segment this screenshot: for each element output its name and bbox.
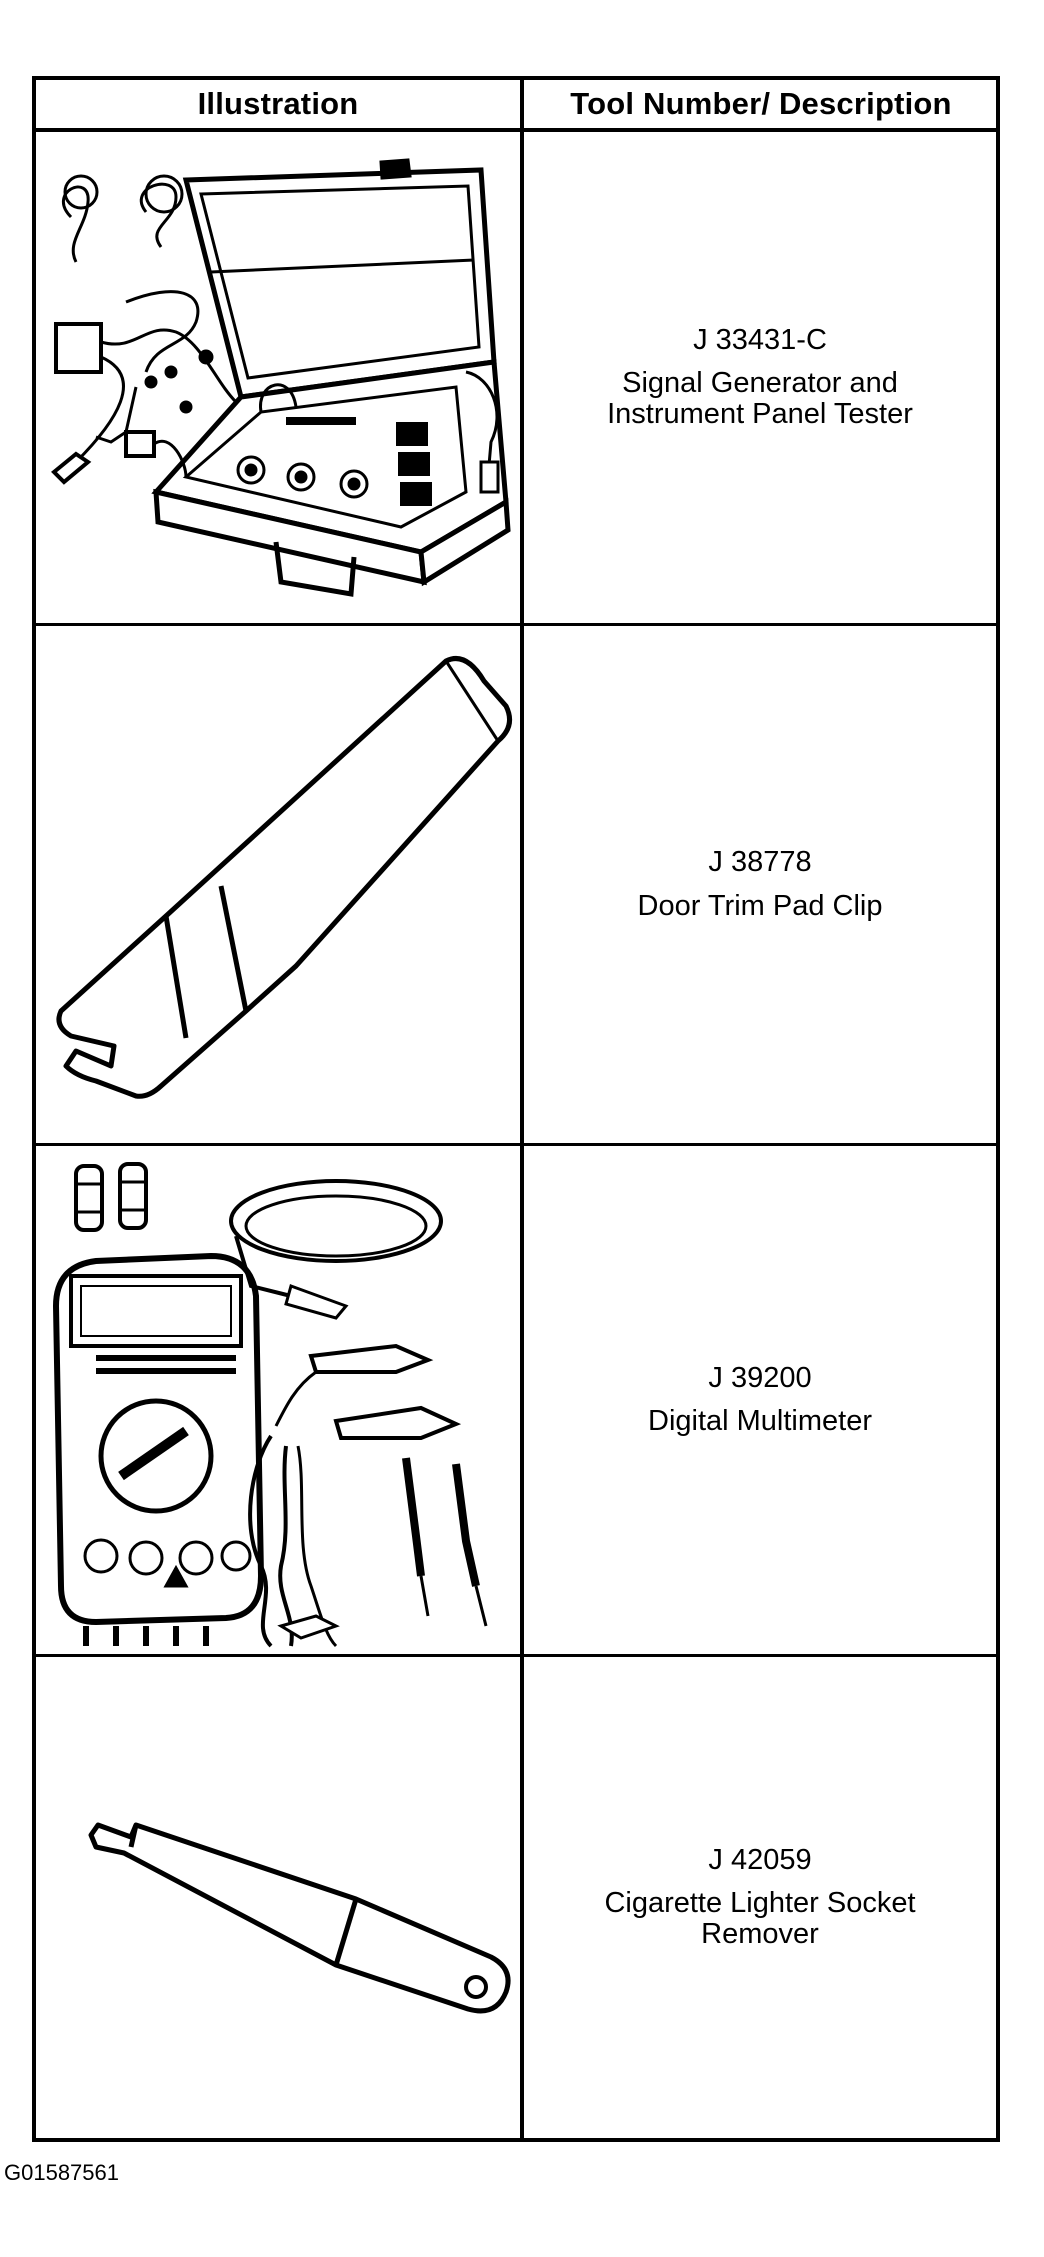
tool-number: J 33431-C xyxy=(693,323,827,356)
illustration-cell xyxy=(36,1146,520,1654)
figure-id: G01587561 xyxy=(4,2160,119,2185)
tool-number: J 42059 xyxy=(708,1843,812,1876)
tool-description: Cigarette Lighter Socket Remover xyxy=(604,1886,916,1951)
signal-generator-case-icon xyxy=(51,158,511,597)
header-divider xyxy=(36,128,996,132)
header-illustration: Illustration xyxy=(197,86,359,121)
description-cell: J 42059 Cigarette Lighter Socket Remover xyxy=(524,1657,996,2138)
tools-table: Illustration Tool Number/ Description xyxy=(32,76,1000,2142)
tool-description: Signal Generator and Instrument Panel Te… xyxy=(607,366,913,431)
illustration-cell xyxy=(36,132,520,623)
lighter-socket-remover-icon xyxy=(88,1822,511,2014)
illustration-cell xyxy=(36,626,520,1143)
description-cell: J 38778 Door Trim Pad Clip xyxy=(524,626,996,1143)
tool-description: Door Trim Pad Clip xyxy=(637,889,883,922)
row-divider xyxy=(36,1143,996,1146)
header-tool-description: Tool Number/ Description xyxy=(570,86,952,121)
digital-multimeter-icon xyxy=(52,1162,488,1648)
description-cell: J 39200 Digital Multimeter xyxy=(524,1146,996,1654)
tool-number: J 39200 xyxy=(708,1361,812,1394)
tool-number: J 38778 xyxy=(708,846,812,879)
tool-description: Digital Multimeter xyxy=(648,1405,872,1437)
door-trim-pad-clip-tool-icon xyxy=(56,656,513,1099)
row-divider xyxy=(36,1654,996,1657)
column-divider xyxy=(520,80,524,2138)
illustration-cell xyxy=(36,1657,520,2138)
description-cell: J 33431-C Signal Generator and Instrumen… xyxy=(524,132,996,623)
row-divider xyxy=(36,623,996,626)
